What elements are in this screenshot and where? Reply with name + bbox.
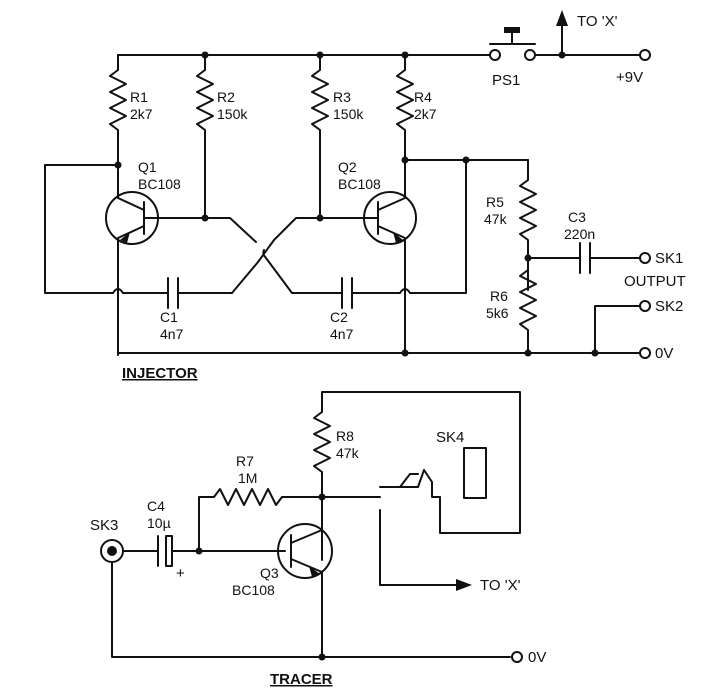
q2-type: BC108 bbox=[338, 176, 381, 192]
tracer-ground-terminal bbox=[511, 651, 523, 663]
junction-dot bbox=[401, 349, 409, 357]
q3-ref: Q3 bbox=[260, 565, 279, 581]
c2-capacitor: C2 4n7 bbox=[330, 277, 419, 342]
c4-value: 10µ bbox=[147, 515, 171, 531]
r4-resistor: R4 2k7 bbox=[396, 54, 437, 199]
sk2-socket bbox=[639, 300, 651, 312]
r6-ref: R6 bbox=[490, 288, 508, 304]
r3-resistor: R3 150k bbox=[311, 54, 364, 219]
tracer-heading: TRACER bbox=[270, 671, 333, 688]
injector-heading: INJECTOR bbox=[122, 365, 198, 382]
cross-wire-c2 bbox=[204, 217, 337, 294]
c2-ref: C2 bbox=[330, 309, 348, 325]
supply-label: +9V bbox=[616, 69, 643, 86]
tracer-to-x-arrow: TO 'X' bbox=[379, 509, 521, 594]
sk2-label: SK2 bbox=[655, 298, 683, 315]
cross-wire-c1 bbox=[231, 217, 321, 294]
output-label: OUTPUT bbox=[624, 273, 686, 290]
q2-transistor: Q2 BC108 bbox=[319, 159, 417, 356]
r4-value: 2k7 bbox=[414, 106, 437, 122]
junction-dot bbox=[318, 653, 326, 661]
junction-dot bbox=[591, 349, 599, 357]
to-x-arrow: TO 'X' bbox=[556, 10, 618, 56]
tracer-ground-label: 0V bbox=[528, 649, 546, 666]
q3-type: BC108 bbox=[232, 582, 275, 598]
sk1-socket bbox=[639, 252, 651, 264]
sk4-jack-socket: SK4 bbox=[321, 429, 487, 499]
c4-ref: C4 bbox=[147, 498, 165, 514]
injector-circuit: PS1 TO 'X' +9V R1 2k7 R2 150k R3 1 bbox=[44, 10, 686, 382]
c3-ref: C3 bbox=[568, 209, 586, 225]
q2-ref: Q2 bbox=[338, 159, 357, 175]
q1-transistor: Q1 BC108 bbox=[105, 159, 206, 356]
r8-resistor: R8 47k bbox=[313, 397, 360, 561]
r8-value: 47k bbox=[336, 445, 360, 461]
junction-dot bbox=[462, 156, 470, 164]
junction-dot bbox=[524, 349, 532, 357]
q3-transistor: Q3 BC108 bbox=[232, 496, 333, 658]
c1-ref: C1 bbox=[160, 309, 178, 325]
q1-feedback-wire bbox=[44, 164, 163, 294]
sk2-wire bbox=[594, 305, 641, 354]
sk1-label: SK1 bbox=[655, 250, 683, 267]
ps1-push-switch: PS1 bbox=[489, 27, 536, 89]
c2-value: 4n7 bbox=[330, 326, 354, 342]
tracer-ground-wire bbox=[111, 561, 511, 658]
r7-value: 1M bbox=[238, 470, 257, 486]
c1-capacitor: C1 4n7 bbox=[160, 277, 233, 342]
q1-type: BC108 bbox=[138, 176, 181, 192]
q1-ref: Q1 bbox=[138, 159, 157, 175]
c4-polarity: + bbox=[176, 565, 185, 582]
tracer-circuit: R8 47k SK4 TO 'X' R7 1M SK3 bbox=[90, 391, 546, 688]
to-x-label: TO 'X' bbox=[577, 13, 618, 30]
ground-label: 0V bbox=[655, 345, 673, 362]
sk4-label: SK4 bbox=[436, 429, 464, 446]
c3-capacitor: C3 220n bbox=[527, 209, 641, 274]
c1-value: 4n7 bbox=[160, 326, 184, 342]
r5-value: 47k bbox=[484, 211, 508, 227]
r3-ref: R3 bbox=[333, 89, 351, 105]
r7-ref: R7 bbox=[236, 453, 254, 469]
r5-resistor: R5 47k bbox=[484, 159, 537, 291]
r1-ref: R1 bbox=[130, 89, 148, 105]
ground-terminal bbox=[639, 347, 651, 359]
r4-ref: R4 bbox=[414, 89, 432, 105]
supply-terminal bbox=[639, 49, 651, 61]
ps1-label: PS1 bbox=[492, 72, 520, 89]
r6-value: 5k6 bbox=[486, 305, 509, 321]
r3-value: 150k bbox=[333, 106, 364, 122]
c4-capacitor: C4 10µ + bbox=[122, 498, 286, 582]
q2-output-wire bbox=[404, 159, 529, 294]
r7-resistor: R7 1M bbox=[198, 453, 323, 552]
tracer-to-x-label: TO 'X' bbox=[480, 577, 521, 594]
r5-ref: R5 bbox=[486, 194, 504, 210]
sk3-socket: SK3 bbox=[90, 517, 124, 563]
r2-ref: R2 bbox=[217, 89, 235, 105]
r1-resistor: R1 2k7 bbox=[109, 54, 153, 199]
c3-value: 220n bbox=[564, 226, 595, 242]
r1-value: 2k7 bbox=[130, 106, 153, 122]
tracer-top-wire bbox=[321, 391, 521, 534]
r6-resistor: R6 5k6 bbox=[486, 269, 537, 354]
r8-ref: R8 bbox=[336, 428, 354, 444]
r2-resistor: R2 150k bbox=[196, 54, 248, 219]
sk3-label: SK3 bbox=[90, 517, 118, 534]
r2-value: 150k bbox=[217, 106, 248, 122]
